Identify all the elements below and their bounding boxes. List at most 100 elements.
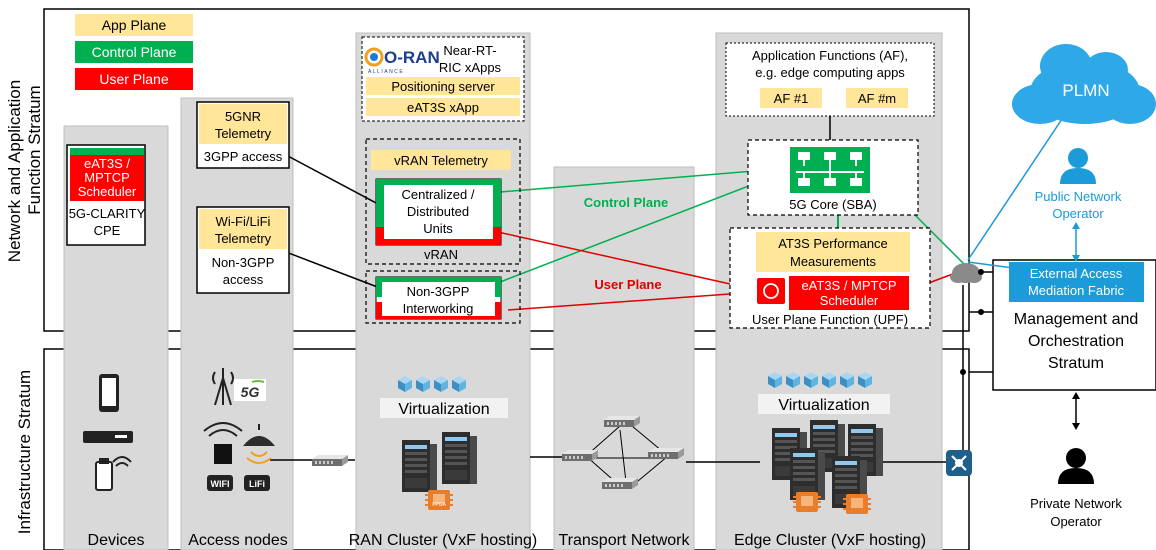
upf-routing-icon: [757, 278, 785, 304]
cpe-sched-line3: Scheduler: [78, 184, 137, 199]
vran-telemetry-label: vRAN Telemetry: [394, 153, 488, 168]
cu-du-control-right: [493, 179, 501, 227]
transport-network-label: Transport Network: [559, 532, 691, 549]
at3s-performance: [756, 232, 910, 272]
junction-dot: [978, 269, 984, 275]
arrow-down-icon: [1072, 255, 1080, 262]
legend-user-plane: [75, 68, 193, 90]
edge-fpga-chip-icon-1: [792, 491, 822, 513]
edge-fpga-chip-icon-2: [842, 493, 872, 515]
lifi-badge-label: LiFi: [249, 479, 265, 489]
cu-du-inner: [384, 185, 493, 239]
cu-du-control-left: [376, 179, 384, 227]
5gnr-telemetry: [199, 104, 287, 144]
oran-logo-icon: O-RAN ALLIANCE: [364, 47, 440, 75]
at3s-perf-line2: Measurements: [790, 254, 876, 269]
at3s-perf-line1: AT3S Performance: [778, 236, 888, 251]
column-access-nodes: [180, 97, 294, 550]
cu-du-line3: Units: [423, 221, 453, 236]
upf-label: User Plane Function (UPF): [752, 312, 908, 327]
af-1-label: AF #1: [774, 91, 809, 106]
transport-switch-right-icon: [648, 448, 684, 459]
cpe-scheduler: [70, 155, 144, 201]
cpe-sched-line1: eAT3S /: [84, 156, 130, 171]
arrow-up-icon: [1072, 222, 1080, 229]
oran-logo-sub: ALLIANCE: [368, 69, 404, 75]
plmn-cloud-icon: [1012, 44, 1156, 124]
junction-dot: [960, 369, 966, 375]
network-stratum-label: Network and Application: [5, 80, 24, 262]
n3iwf-line1: Non-3GPP: [407, 284, 470, 299]
positioning-server-label: Positioning server: [391, 79, 495, 94]
private-operator-line1: Private Network: [1030, 496, 1122, 511]
5g-badge-swoosh: [251, 380, 265, 383]
junction-dot: [978, 309, 984, 315]
wifi-badge-label: WIFI: [211, 479, 230, 489]
cu-du-control-top: [376, 179, 501, 185]
management-line3: Stratum: [1048, 355, 1104, 372]
cu-du-line1: Centralized /: [402, 187, 475, 202]
eat3s-xapp-label: eAT3S xApp: [407, 100, 479, 115]
wifi-lifi-telemetry: [199, 209, 287, 249]
lifi-badge: [244, 475, 270, 491]
connection-lines: [270, 109, 1077, 463]
cloud-icon: [950, 263, 982, 283]
transport-switch-left-icon: [562, 450, 598, 461]
transport-switch-top-icon: [604, 416, 640, 427]
wifi-telemetry-line2: Telemetry: [215, 231, 272, 246]
legend-control-plane-label: Control Plane: [92, 44, 177, 60]
af-1: [760, 88, 822, 108]
ran-virtualization-label: Virtualization: [398, 401, 489, 418]
n3iwf-control-left: [376, 277, 382, 297]
edge-cluster-label: Edge Cluster (VxF hosting): [734, 532, 926, 549]
arrow-down-black-icon: [1072, 423, 1080, 430]
edge-virtualization-label: Virtualization: [778, 397, 869, 414]
5gnr-telemetry-line2: Telemetry: [215, 126, 272, 141]
wifi-access-point-icon: [203, 422, 243, 464]
vran-box: [365, 138, 521, 265]
upf-scheduler: [789, 276, 909, 310]
5g-badge-label: 5G: [241, 384, 260, 400]
3gpp-access-label: 3GPP access: [204, 149, 283, 164]
af-line2: e.g. edge computing apps: [755, 65, 905, 80]
legend-control-plane: [75, 41, 193, 63]
non3gpp-access-line2: access: [223, 272, 264, 287]
wifi-badge: [207, 475, 233, 491]
cpe-label-line1: 5G-CLARITY: [69, 206, 146, 221]
network-stratum-label-line2: Function Stratum: [25, 85, 44, 214]
wifi-telemetry-line1: Wi-Fi/LiFi: [216, 214, 271, 229]
infrastructure-stratum-label: Infrastructure Stratum: [15, 370, 34, 534]
edge-virtualization: [758, 394, 890, 414]
n3iwf-control-top: [376, 277, 501, 282]
control-plane-link-label: Control Plane: [584, 195, 669, 210]
edge-router-icon: [946, 450, 972, 476]
legend-user-plane-label: User Plane: [99, 71, 168, 87]
5g-badge: [234, 379, 266, 401]
ric-line1: Near-RT-: [443, 43, 496, 58]
usb-dongle-icon: [95, 456, 132, 491]
lifi-lamp-icon: [243, 424, 275, 464]
5gnr-telemetry-line1: 5GNR: [225, 109, 261, 124]
management-line2: Orchestration: [1028, 333, 1124, 350]
sba-network-icon: [790, 147, 870, 193]
ran-cluster-label: RAN Cluster (VxF hosting): [349, 532, 538, 549]
access-switch-icon: [312, 455, 348, 466]
eamf-line2: Mediation Fabric: [1028, 283, 1125, 298]
fpga-chip-label: FPGA: [432, 502, 446, 508]
af-line1: Application Functions (AF),: [752, 48, 908, 63]
cpe-control-bar: [70, 148, 144, 155]
eamf-line1: External Access: [1030, 266, 1123, 281]
management-line1: Management and: [1014, 311, 1139, 328]
cu-du-line2: Distributed: [407, 204, 469, 219]
public-operator-icon: [1060, 148, 1096, 184]
n3iwf-control-right: [495, 277, 501, 297]
user-plane-link-label: User Plane: [594, 277, 661, 292]
positioning-server: [366, 77, 520, 95]
n3iwf-inner: [382, 282, 495, 316]
eat3s-xapp: [366, 98, 520, 116]
private-operator-line2: Operator: [1050, 514, 1102, 529]
ran-virtualization: [380, 398, 508, 418]
legend-app-plane: [75, 14, 193, 36]
